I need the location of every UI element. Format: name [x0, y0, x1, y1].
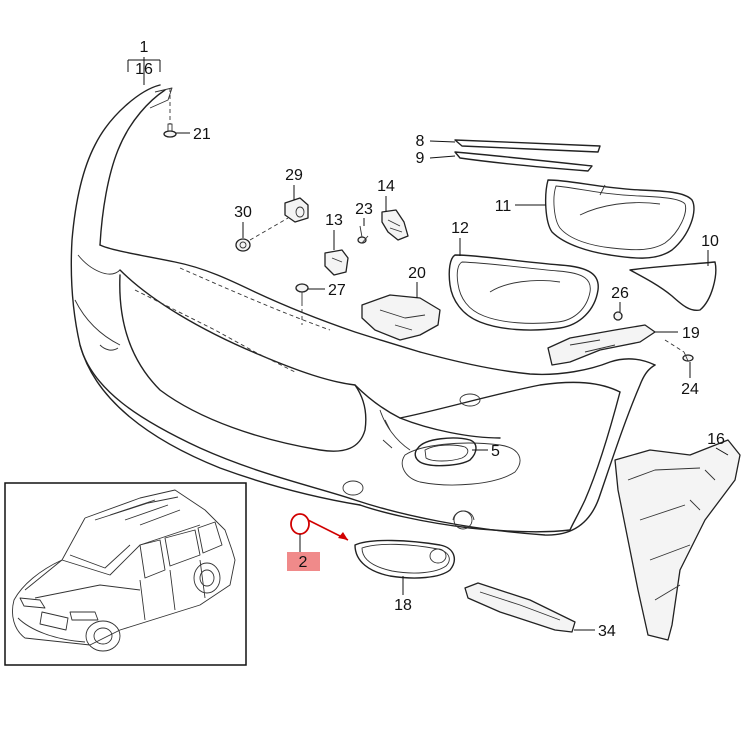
callout-9: 9: [416, 150, 425, 167]
vehicle-inset: [4, 482, 247, 666]
part-20-bracket: [361, 294, 441, 341]
callout-13: 13: [325, 212, 343, 229]
callout-11: 11: [495, 198, 512, 215]
callout-16: 16: [707, 431, 725, 448]
callout-23: 23: [355, 201, 373, 218]
callout-group-1: 1: [140, 39, 149, 56]
callout-29: 29: [285, 167, 303, 184]
part-34-strip: [464, 582, 576, 633]
part-26-nut: [613, 311, 623, 321]
part-8-strip: [454, 139, 601, 153]
part-23-screw: [357, 225, 369, 244]
callout-8: 8: [416, 133, 425, 150]
part-24-screw: [664, 339, 694, 362]
part-27-pin: [295, 283, 309, 325]
part-16-guide: [614, 439, 741, 641]
callout-20: 20: [408, 265, 426, 282]
part-13-holder: [324, 249, 349, 276]
callout-34: 34: [598, 623, 616, 640]
callout-19: 19: [682, 325, 700, 342]
callout-10: 10: [701, 233, 719, 250]
callout-5: 5: [491, 443, 500, 460]
part-18-grille: [354, 539, 456, 579]
part-11-frame: [544, 179, 695, 259]
callout-18: 18: [394, 597, 412, 614]
callout-12: 12: [451, 220, 469, 237]
callout-numbers: 1 16 21 29 30 27 8 9 14 13 23 11 12 10 2…: [135, 39, 725, 640]
callout-2-highlight: 2: [287, 552, 320, 571]
part-29-clip: [284, 197, 309, 223]
vehicle-illustration: [12, 489, 236, 652]
callout-26: 26: [611, 285, 629, 302]
callout-21: 21: [193, 126, 211, 143]
callout-2: 2: [299, 554, 308, 571]
callout-30: 30: [234, 204, 252, 221]
callout-group-16: 16: [135, 61, 153, 78]
callout-24: 24: [681, 381, 699, 398]
bumper-cover: [70, 84, 656, 536]
part-12-frame: [448, 254, 599, 331]
callout-27: 27: [328, 282, 346, 299]
part-19-bracket: [547, 324, 656, 366]
part-10-trim: [629, 261, 717, 312]
callout-14: 14: [377, 178, 395, 195]
part-5-insert: [414, 437, 477, 467]
part-21-screw: [163, 88, 177, 138]
part-14-bracket: [381, 209, 409, 241]
part-30-grommet: [235, 217, 289, 252]
part-9-strip: [454, 151, 593, 172]
leader-lines: [127, 57, 729, 631]
